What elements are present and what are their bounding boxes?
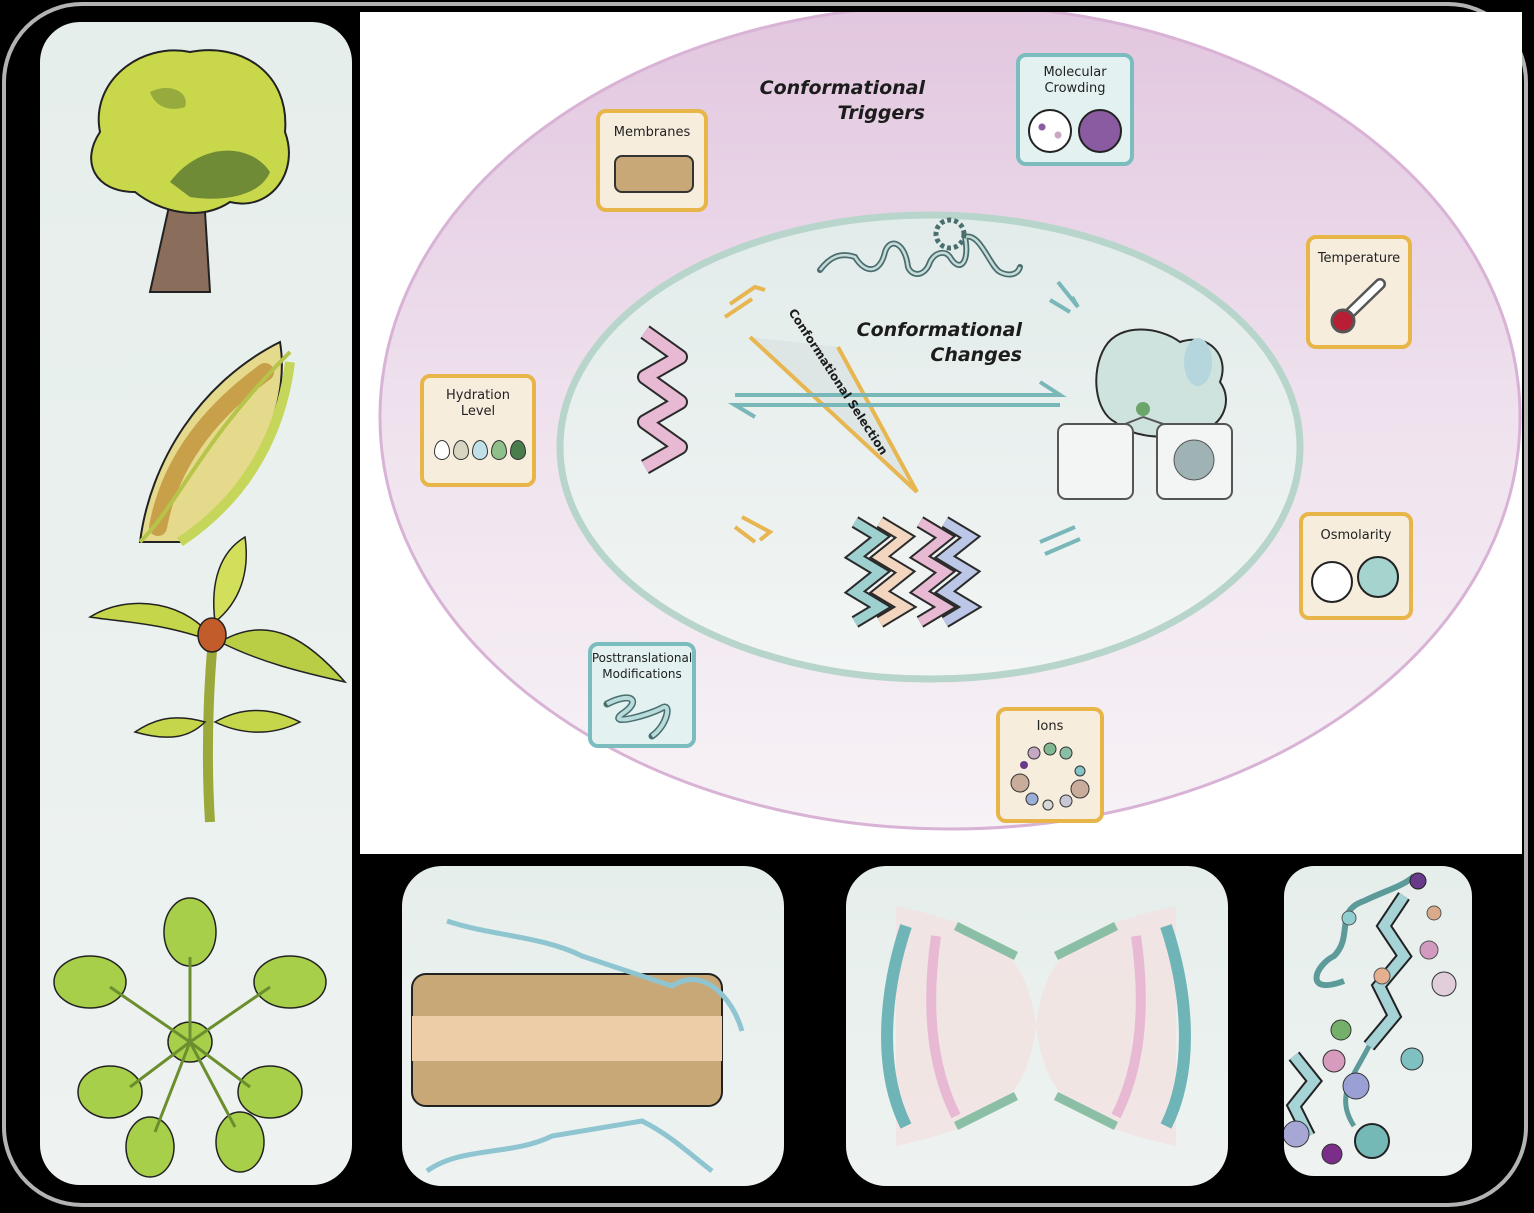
- organisms-illustration: [53, 49, 348, 1178]
- ion-fe2c-icon: [1373, 967, 1391, 985]
- equilibrium-arrows-gold: [723, 284, 774, 544]
- trigger-membranes: Membranes: [596, 109, 708, 212]
- membranes-label: Membranes: [613, 125, 691, 140]
- temperature-label: Temperature: [1317, 251, 1401, 266]
- trigger-osmolarity: Osmolarity: [1299, 512, 1413, 620]
- tree-icon: [90, 49, 290, 293]
- ion-fe3c-icon: [1322, 1049, 1346, 1073]
- modified-chain-icon: [603, 694, 671, 740]
- ion-fe3-icon: [1426, 905, 1442, 921]
- membrane-protein-illustration: [411, 918, 745, 1174]
- membrane-icon: [614, 155, 694, 193]
- conformational-changes-title: Conformational Changes: [840, 318, 1022, 368]
- corn-icon: [138, 340, 295, 547]
- rosette-plant-icon: [53, 897, 327, 1178]
- ion-zn2-icon: [1341, 910, 1357, 926]
- plant-with-fruit-icon: [87, 535, 348, 823]
- equilibrium-arrows-teal: [727, 280, 1081, 556]
- ion-cu2b-icon: [1342, 1072, 1370, 1100]
- triggers-title-line-1: Conformational: [759, 77, 925, 99]
- changes-ellipse: [556, 211, 1304, 683]
- trigger-ions: Ions: [996, 707, 1104, 823]
- triggers-title-line-2: Triggers: [837, 102, 925, 124]
- trigger-temperature: Temperature: [1306, 235, 1412, 349]
- conformational-selection-wedge: [748, 335, 919, 494]
- high-osmolarity-icon: [1357, 556, 1399, 598]
- changes-title-line-1: Conformational: [856, 319, 1022, 341]
- ion-fe3b-icon: [1431, 971, 1457, 997]
- changes-title-line-2: Changes: [930, 344, 1022, 366]
- alpha-helix-icon: [637, 325, 688, 474]
- oligomer-illustration: [881, 906, 1191, 1146]
- oligomer-panel: [846, 866, 1228, 1186]
- ions-label: Ions: [1036, 719, 1064, 734]
- ion-fe2b-icon: [1419, 940, 1439, 960]
- ion-cu2-icon: [1330, 1019, 1352, 1041]
- sparse-crowding-icon: [1028, 109, 1072, 153]
- dense-crowding-icon: [1078, 109, 1122, 153]
- thermometer-icon: [1330, 278, 1386, 334]
- metal-ion-binding-panel: [1284, 866, 1472, 1176]
- diagram-canvas: [378, 12, 1522, 831]
- cell-condensate-icon: [1057, 328, 1233, 500]
- ion-co2-icon: [1284, 1120, 1310, 1148]
- ion-fe2-icon: [1409, 872, 1427, 890]
- osmolarity-label: Osmolarity: [1320, 528, 1392, 543]
- ion-binding-illustration: [1284, 872, 1457, 1165]
- coiled-coil-bundle-icon: [843, 516, 983, 628]
- conformational-triggers-title: Conformational Triggers: [750, 76, 925, 126]
- ion-zn2b-icon: [1321, 1143, 1343, 1165]
- organisms-panel: [40, 22, 352, 1185]
- ion-ring-icon: [1010, 742, 1090, 811]
- ion-fe2d-icon: [1400, 1047, 1424, 1071]
- conformational-diagram: Conformational Triggers Conformational C…: [360, 12, 1522, 854]
- low-osmolarity-icon: [1311, 561, 1353, 603]
- membrane-binding-panel: [402, 866, 784, 1186]
- ion-ni2-icon: [1354, 1123, 1390, 1159]
- hydration-drops-icon: [434, 440, 526, 460]
